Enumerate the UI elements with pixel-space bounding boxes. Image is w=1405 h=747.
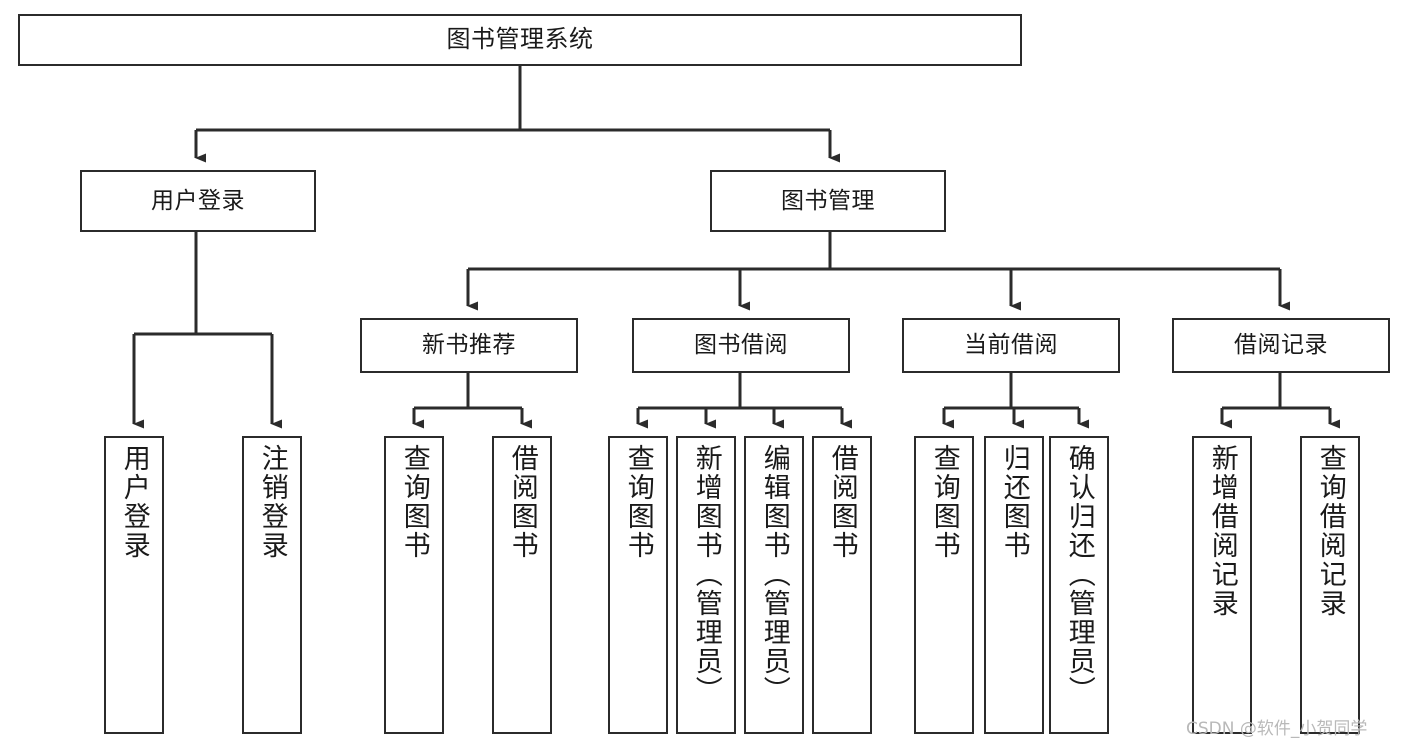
node-book-borrow[interactable]: 图书借阅 (632, 318, 850, 373)
leaf-recommend-borrow-book[interactable]: 借阅图书 (492, 436, 552, 734)
node-label: 用户登录 (118, 444, 150, 560)
node-label: 当前借阅 (964, 332, 1058, 359)
node-label: 归还图书 (998, 444, 1030, 560)
leaf-user-login[interactable]: 用户登录 (104, 436, 164, 734)
node-label: 查询图书 (622, 444, 654, 560)
node-label: 查询图书 (928, 444, 960, 560)
leaf-borrow-add-book[interactable]: 新增图书（管理员） (676, 436, 736, 734)
node-label: 借阅记录 (1234, 332, 1328, 359)
node-label: 新书推荐 (422, 332, 516, 359)
node-user-login[interactable]: 用户登录 (80, 170, 316, 232)
node-label: 新增借阅记录 (1206, 444, 1238, 618)
node-label: 图书管理 (781, 187, 875, 214)
node-label: 借阅图书 (506, 444, 538, 560)
leaf-record-add-record[interactable]: 新增借阅记录 (1192, 436, 1252, 734)
node-label: 查询图书 (398, 444, 430, 560)
leaf-record-query-record[interactable]: 查询借阅记录 (1300, 436, 1360, 734)
node-label: 用户登录 (151, 187, 245, 214)
node-label: 图书借阅 (694, 332, 788, 359)
leaf-current-return-book[interactable]: 归还图书 (984, 436, 1044, 734)
csdn-watermark: CSDN @软件_小贺同学 (1186, 719, 1368, 739)
node-label: 注销登录 (256, 444, 288, 560)
node-borrow-record[interactable]: 借阅记录 (1172, 318, 1390, 373)
leaf-recommend-query-book[interactable]: 查询图书 (384, 436, 444, 734)
node-label: 确认归还（管理员） (1063, 444, 1095, 705)
leaf-current-confirm-return[interactable]: 确认归还（管理员） (1049, 436, 1109, 734)
leaf-current-query-book[interactable]: 查询图书 (914, 436, 974, 734)
node-label: 编辑图书（管理员） (758, 444, 790, 705)
node-label: 新增图书（管理员） (690, 444, 722, 705)
leaf-borrow-query-book[interactable]: 查询图书 (608, 436, 668, 734)
leaf-borrow-edit-book[interactable]: 编辑图书（管理员） (744, 436, 804, 734)
leaf-logout[interactable]: 注销登录 (242, 436, 302, 734)
node-root-system[interactable]: 图书管理系统 (18, 14, 1022, 66)
node-current-borrow[interactable]: 当前借阅 (902, 318, 1120, 373)
node-new-book-recommend[interactable]: 新书推荐 (360, 318, 578, 373)
node-label: 图书管理系统 (446, 25, 594, 54)
node-book-management[interactable]: 图书管理 (710, 170, 946, 232)
node-label: 借阅图书 (826, 444, 858, 560)
node-label: 查询借阅记录 (1314, 444, 1346, 618)
leaf-borrow-borrow-book[interactable]: 借阅图书 (812, 436, 872, 734)
